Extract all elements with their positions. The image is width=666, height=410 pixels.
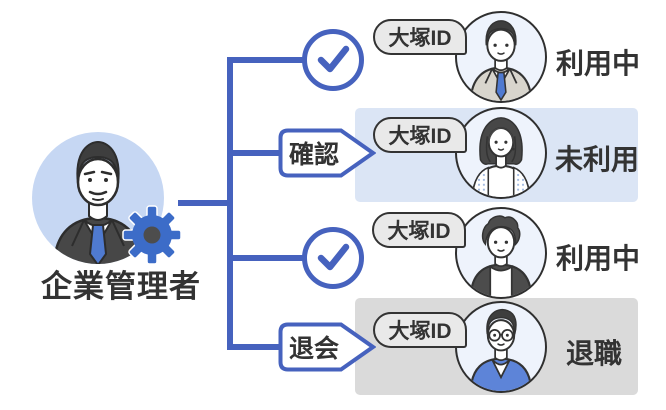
connector-trunk: [227, 57, 233, 350]
id-badge: 大塚ID: [373, 19, 467, 55]
check-icon: [302, 227, 364, 289]
connector-branch-1: [233, 57, 305, 63]
action-label: 確認: [288, 141, 339, 169]
connector-main: [178, 200, 230, 206]
admin-person-icon: [52, 140, 144, 264]
status-label-4: 退職: [566, 338, 623, 369]
id-badge: 大塚ID: [373, 312, 467, 348]
status-label-2: 未利用: [555, 144, 640, 175]
connector-branch-2: [233, 150, 283, 156]
user-avatar-4: [455, 301, 547, 393]
gear-icon: [122, 205, 182, 265]
id-badge: 大塚ID: [372, 212, 466, 248]
status-label-1: 利用中: [556, 48, 641, 79]
man-suit-icon: [469, 20, 533, 101]
user-avatar-2: [455, 107, 547, 199]
status-label-3: 利用中: [556, 243, 641, 274]
user-avatar-3: [455, 207, 547, 299]
admin-avatar: [32, 132, 164, 264]
connector-branch-3: [233, 255, 305, 261]
arrow-badge-shape: [278, 128, 376, 178]
connector-branch-4: [233, 344, 283, 350]
user-avatar-1: [455, 11, 547, 103]
action-label: 退会: [288, 335, 339, 363]
action-badge-confirm: 確認: [278, 128, 376, 178]
id-badge: 大塚ID: [373, 117, 467, 153]
arrow-badge-shape: [278, 322, 376, 372]
woman-icon: [471, 117, 531, 197]
man-casual-icon: [469, 215, 533, 297]
admin-label: 企業管理者: [41, 269, 201, 304]
check-icon: [302, 29, 364, 91]
man-glasses-icon: [469, 308, 533, 391]
action-badge-withdraw: 退会: [278, 322, 376, 372]
